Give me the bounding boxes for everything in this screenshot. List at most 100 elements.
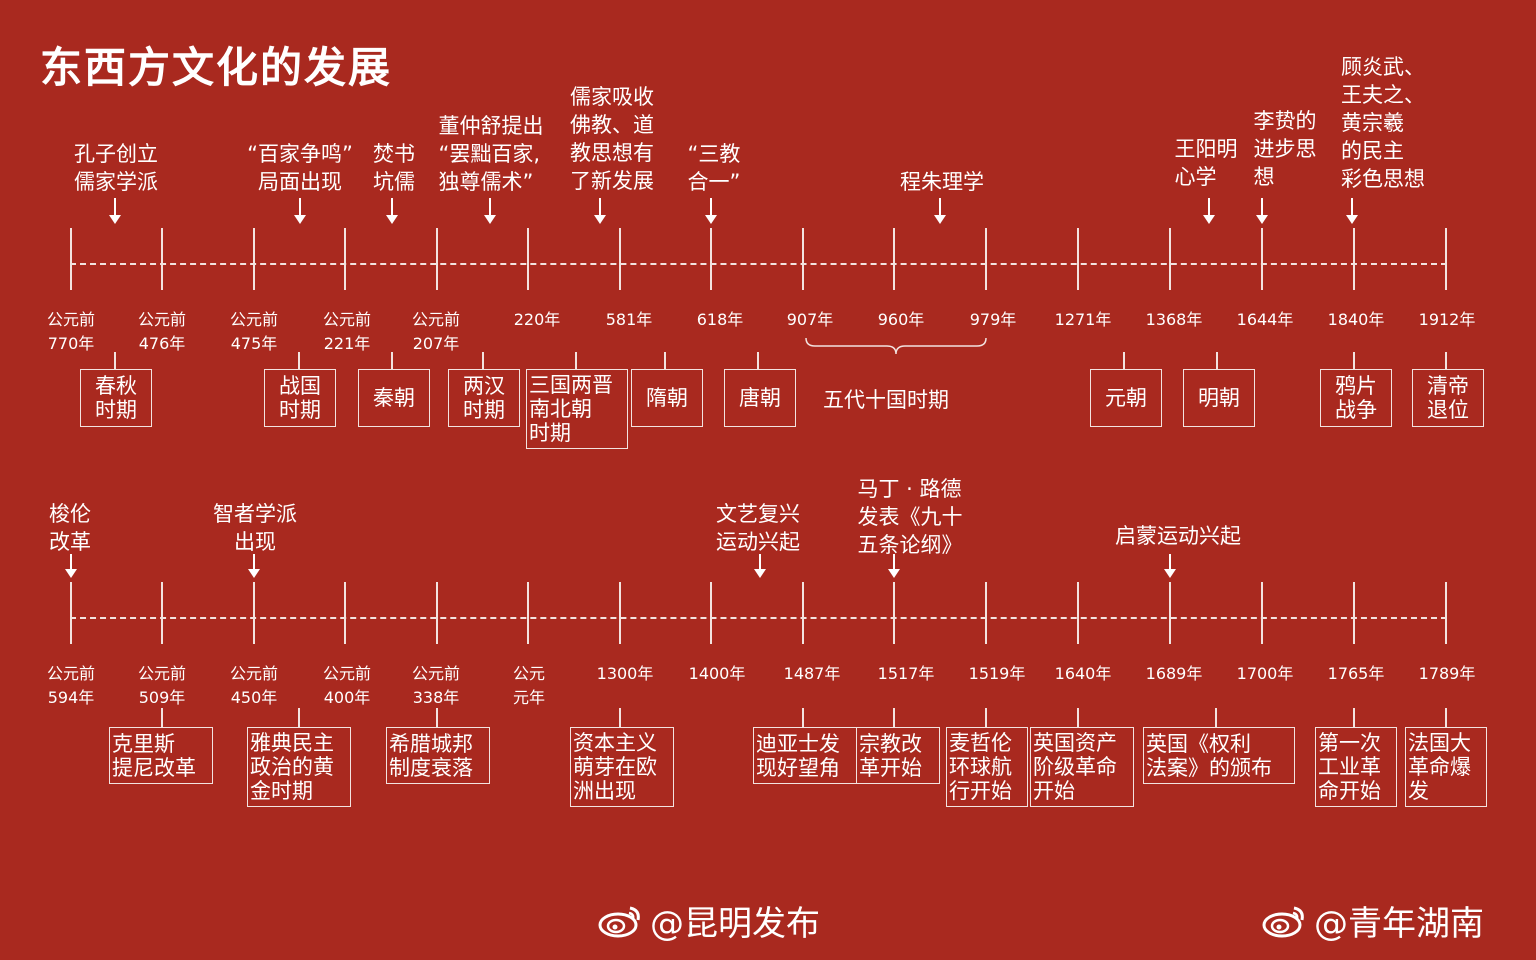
down-arrow-icon: [1346, 198, 1358, 224]
west-date: 公元前 509年: [137, 664, 187, 707]
east-tick: [161, 228, 163, 290]
west-date: 1640年: [1054, 664, 1112, 683]
east-timeline-line: [70, 263, 1447, 265]
east-tick: [527, 228, 529, 290]
west-date: 1700年: [1236, 664, 1294, 683]
connector: [436, 708, 438, 728]
connector: [298, 352, 300, 370]
east-period-box: 三国两晋 南北朝 时期: [526, 369, 628, 449]
east-event-label: 儒家吸收 佛教、道 教思想有 了新发展: [570, 85, 654, 193]
down-arrow-icon: [934, 198, 946, 224]
down-arrow-icon: [1203, 198, 1215, 224]
down-arrow-icon: [888, 554, 900, 578]
page-title: 东西方文化的发展: [40, 43, 393, 92]
east-tick: [253, 228, 255, 290]
down-arrow-icon: [294, 198, 306, 224]
west-event-label: 启蒙运动兴起: [1115, 524, 1241, 548]
connector: [664, 352, 666, 370]
west-date: 公元前 594年: [46, 664, 96, 707]
east-period-box: 明朝: [1183, 369, 1255, 427]
east-tick: [1077, 228, 1079, 290]
connector: [391, 352, 393, 370]
connector: [985, 708, 987, 728]
east-event-label: 顾炎武、 王夫之、 黄宗羲 的民主 彩色思想: [1341, 55, 1425, 191]
connector: [114, 352, 116, 370]
east-date: 618年: [696, 310, 744, 329]
west-period-box: 迪亚士发 现好望角: [753, 727, 857, 784]
west-period-box: 法国大 革命爆 发: [1405, 727, 1487, 807]
east-event-label: “百家争鸣” 局面出现: [247, 142, 353, 194]
east-period-box: 两汉 时期: [448, 369, 520, 427]
west-tick: [710, 582, 712, 644]
connector: [893, 708, 895, 728]
west-period-box: 英国《权利 法案》的颁布: [1143, 727, 1295, 784]
west-period-box: 英国资产 阶级革命 开始: [1030, 727, 1134, 807]
east-date: 1644年: [1236, 310, 1294, 329]
connector: [619, 708, 621, 728]
weibo-icon: [598, 904, 642, 938]
west-tick: [619, 582, 621, 644]
west-tick: [70, 582, 72, 644]
connector: [1353, 708, 1355, 728]
west-date: 1300年: [596, 664, 654, 683]
east-tick: [1445, 228, 1447, 290]
east-date: 1271年: [1054, 310, 1112, 329]
west-period-box: 希腊城邦 制度衰落: [386, 727, 490, 784]
west-date: 公元前 338年: [411, 664, 461, 707]
down-arrow-icon: [594, 198, 606, 224]
down-arrow-icon: [1256, 198, 1268, 224]
west-tick: [344, 582, 346, 644]
connector: [802, 708, 804, 728]
connector: [1353, 352, 1355, 370]
connector: [575, 352, 577, 370]
east-period-label: 五代十国时期: [823, 388, 949, 412]
east-event-label: 李贽的 进步思 想: [1253, 109, 1317, 189]
east-period-box: 秦朝: [358, 369, 430, 427]
west-event-label: 文艺复兴 运动兴起: [716, 502, 800, 554]
connector: [1445, 708, 1447, 728]
east-date: 公元前 207年: [411, 310, 461, 353]
east-tick: [436, 228, 438, 290]
east-period-box: 鸦片 战争: [1320, 369, 1392, 427]
west-event-label: 梭伦 改革: [49, 502, 91, 554]
east-date: 公元前 770年: [46, 310, 96, 353]
down-arrow-icon: [754, 554, 766, 578]
down-arrow-icon: [109, 198, 121, 224]
west-tick: [161, 582, 163, 644]
connector: [1123, 352, 1125, 370]
east-period-box: 隋朝: [631, 369, 703, 427]
credit-label: @昆明发布: [650, 904, 820, 944]
west-date: 公元 元年: [512, 664, 546, 707]
east-period-box: 战国 时期: [264, 369, 336, 427]
east-tick: [1353, 228, 1355, 290]
west-date: 1487年: [783, 664, 841, 683]
east-tick: [985, 228, 987, 290]
east-period-box: 清帝 退位: [1412, 369, 1484, 427]
connector: [1077, 708, 1079, 728]
west-tick: [1445, 582, 1447, 644]
connector: [1216, 352, 1218, 370]
east-period-box: 元朝: [1090, 369, 1162, 427]
credit-kunming: @昆明发布: [598, 896, 820, 945]
west-date: 1519年: [968, 664, 1026, 683]
west-period-box: 资本主义 萌芽在欧 洲出现: [570, 727, 674, 807]
west-tick: [527, 582, 529, 644]
east-date: 公元前 475年: [229, 310, 279, 353]
west-date: 公元前 400年: [322, 664, 372, 707]
west-tick: [893, 582, 895, 644]
down-arrow-icon: [248, 554, 260, 578]
down-arrow-icon: [484, 198, 496, 224]
east-tick: [1169, 228, 1171, 290]
credit-qingnian: @青年湖南: [1262, 896, 1484, 945]
west-date: 公元前 450年: [229, 664, 279, 707]
period-brace: [805, 337, 987, 355]
east-date: 1368年: [1145, 310, 1203, 329]
west-date: 1517年: [877, 664, 935, 683]
down-arrow-icon: [386, 198, 398, 224]
connector: [757, 352, 759, 370]
east-tick: [619, 228, 621, 290]
west-date: 1765年: [1327, 664, 1385, 683]
credit-label: @青年湖南: [1314, 904, 1484, 944]
east-event-label: 董仲舒提出 “罢黜百家, 独尊儒术”: [438, 114, 544, 194]
east-tick: [70, 228, 72, 290]
